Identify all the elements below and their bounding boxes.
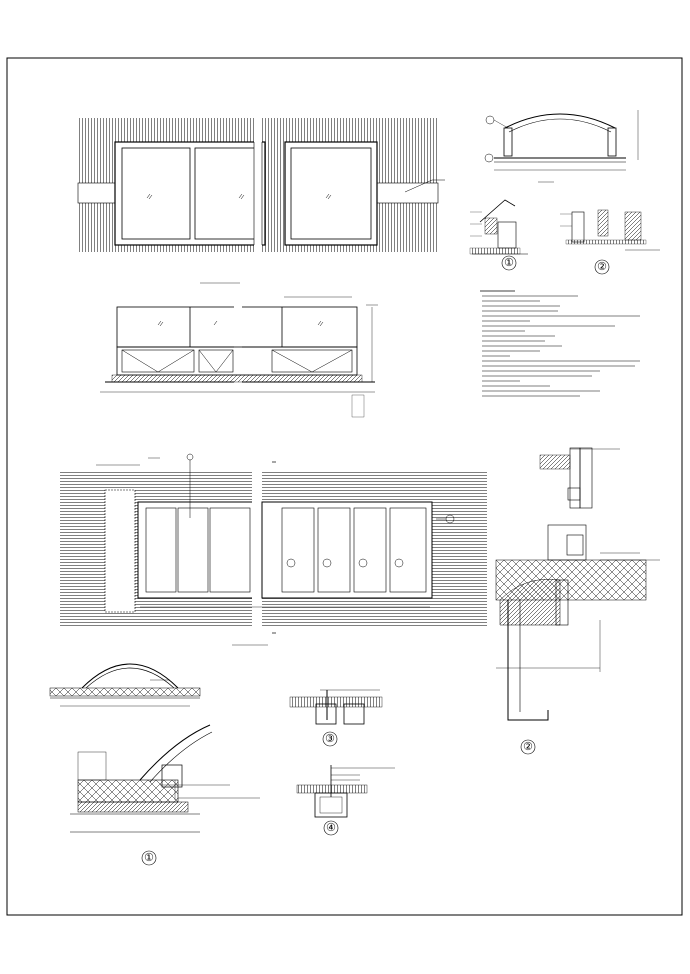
arched-skylight-section-top xyxy=(484,110,639,183)
callout-label-2-right: ② xyxy=(523,740,533,753)
callout-circle-1-top xyxy=(501,255,517,271)
callout-circle-1-bottom xyxy=(141,850,157,866)
border-frame xyxy=(6,57,683,916)
detail-3 xyxy=(289,689,383,725)
design-notes xyxy=(480,290,640,397)
callout-label-4: ④ xyxy=(326,821,336,834)
skylight-elevation xyxy=(100,296,378,418)
detail-1-small xyxy=(469,199,528,255)
callout-circle-2-top xyxy=(594,259,610,275)
callout-label-1-bottom: ① xyxy=(144,851,154,864)
callout-label-1-top: ① xyxy=(504,256,514,269)
arched-skylight-section-bottom xyxy=(49,663,201,707)
detail-2-large xyxy=(495,447,660,721)
callout-circle-2-right xyxy=(520,739,536,755)
detail-2-small xyxy=(560,209,660,251)
callout-label-2-top: ② xyxy=(597,260,607,273)
callout-circle-4 xyxy=(323,820,339,836)
detail-4 xyxy=(296,765,395,818)
callout-label-3: ③ xyxy=(325,732,335,745)
callout-circle-3 xyxy=(322,731,338,747)
detail-1-large xyxy=(70,724,260,833)
roof-plan-main xyxy=(60,453,487,646)
skylight-plan-top xyxy=(77,118,445,284)
